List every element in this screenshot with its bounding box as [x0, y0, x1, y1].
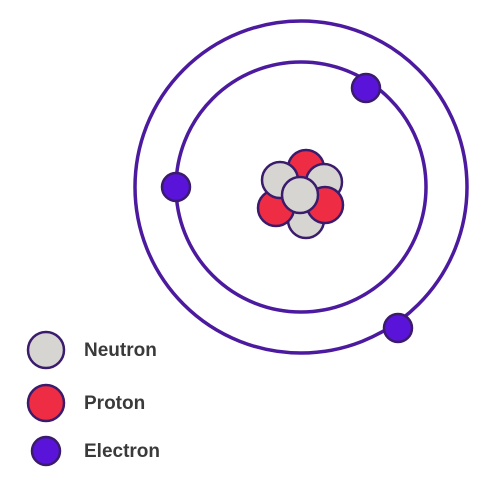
electrons	[160, 72, 414, 344]
legend-proton-swatch	[26, 383, 66, 423]
legend-neutron-swatch	[26, 330, 66, 370]
electron	[160, 171, 192, 203]
nucleus	[256, 148, 345, 240]
legend-swatches	[26, 330, 66, 467]
neutron	[280, 175, 320, 215]
legend-electron-swatch	[30, 435, 62, 467]
outer-orbit	[133, 19, 469, 355]
electron	[350, 72, 382, 104]
legend-neutron-label: Neutron	[84, 340, 157, 361]
legend-electron-label: Electron	[84, 441, 161, 462]
legend-proton-label: Proton	[84, 393, 146, 414]
electron	[382, 312, 414, 344]
